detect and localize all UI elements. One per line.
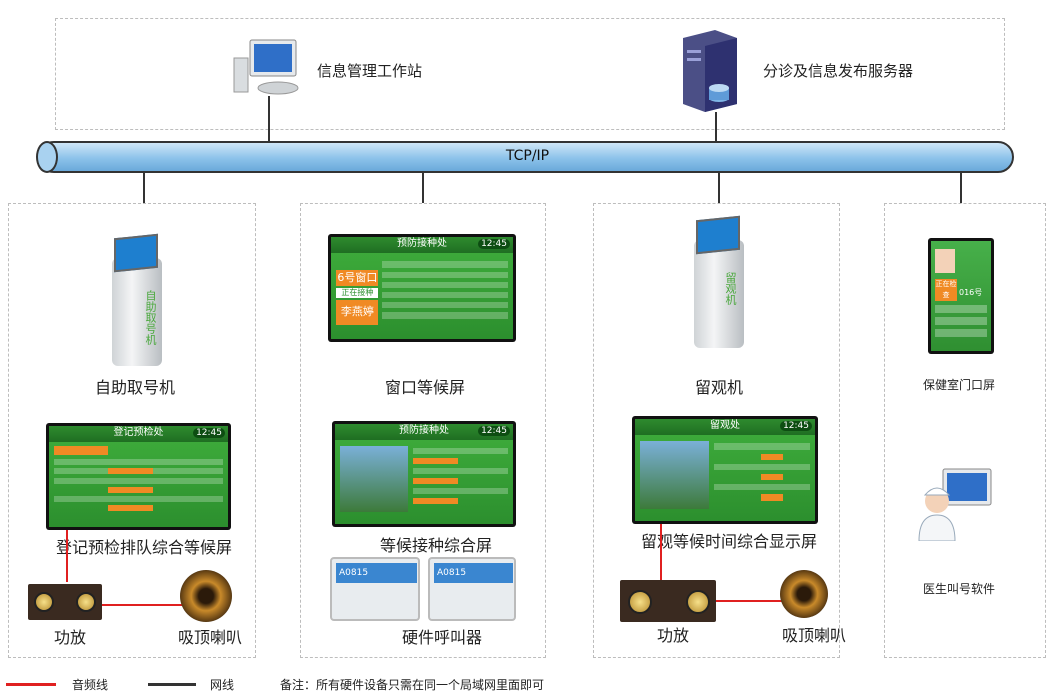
audio-line-col1-vertical	[66, 530, 68, 582]
cartoon-image	[340, 446, 408, 512]
hardware-caller-device-1: A0815	[330, 557, 420, 621]
network-drop-col3	[718, 173, 720, 203]
col4-box	[884, 203, 1046, 658]
legend-audio-label: 音频线	[72, 678, 109, 692]
self-service-kiosk: 自助取号机	[108, 228, 168, 368]
window-screen-clock: 12:45	[478, 239, 510, 249]
window-screen-label: 窗口等候屏	[385, 378, 466, 397]
ceiling-speaker-icon-col3	[780, 570, 828, 618]
vaccination-screen-clock: 12:45	[478, 426, 510, 436]
workstation-icon	[232, 38, 302, 98]
tcp-ip-network-pipe	[38, 141, 1014, 173]
observation-kiosk-label: 留观机	[695, 378, 744, 397]
observation-kiosk-text: 留观机	[724, 272, 737, 305]
audio-line-col1-horizontal	[102, 604, 182, 606]
observation-screen-clock: 12:45	[780, 421, 812, 431]
network-label: TCP/IP	[505, 148, 550, 164]
amplifier-label-col3: 功放	[657, 626, 690, 645]
kiosk-screen-text: 自助取号机	[144, 290, 157, 345]
network-drop-col1	[143, 173, 145, 203]
col1-box	[8, 203, 256, 658]
observation-waiting-screen: 留观处 12:45	[632, 416, 818, 524]
observation-kiosk: 留观机	[690, 210, 750, 350]
speaker-label: 吸顶喇叭	[178, 628, 243, 647]
kiosk-label: 自助取号机	[95, 378, 176, 397]
observation-screen-title: 留观处	[710, 420, 740, 431]
legend-note: 备注：所有硬件设备只需在同一个局域网里面即可	[280, 678, 545, 692]
window-screen-title: 预防接种处	[397, 238, 447, 249]
speaker-label-col3: 吸顶喇叭	[782, 626, 847, 645]
legend-network-label: 网线	[210, 678, 235, 692]
screen-clock: 12:45	[193, 428, 225, 438]
top-group-box	[55, 18, 1005, 130]
server-icon	[675, 28, 745, 114]
vaccination-screen-label: 等候接种综合屏	[380, 536, 493, 555]
caller-number-2: A0815	[434, 563, 513, 583]
window-name-box: 6号窗口	[336, 269, 379, 286]
network-line-workstation	[268, 96, 270, 142]
audio-line-col3-horizontal	[716, 600, 782, 602]
observation-cartoon-image	[640, 441, 709, 509]
door-number: 016号	[959, 288, 983, 297]
registration-waiting-screen: 登记预检处 12:45	[46, 423, 231, 530]
pipe-end-cap	[36, 141, 58, 173]
doctor-software-label: 医生叫号软件	[923, 582, 996, 596]
amplifier-icon-col3	[620, 580, 716, 622]
amplifier-label: 功放	[54, 628, 87, 647]
legend-network-line	[148, 683, 196, 686]
amplifier-icon	[28, 584, 102, 620]
network-drop-col2	[422, 173, 424, 203]
network-drop-col4	[960, 173, 962, 203]
hardware-caller-label: 硬件呼叫器	[402, 628, 483, 647]
screen-title: 登记预检处	[113, 427, 164, 438]
vaccination-screen-title: 预防接种处	[399, 425, 449, 436]
hardware-caller-device-2: A0815	[428, 557, 516, 621]
window-name: 6号窗口	[337, 270, 378, 284]
doctor-photo	[935, 249, 955, 273]
col3-box	[593, 203, 840, 658]
audio-line-col3-vertical	[660, 524, 662, 580]
doctor-software-icon	[915, 465, 995, 542]
registration-screen-label: 登记预检排队综合等候屏	[56, 538, 233, 557]
serving-name: 李燕婷	[336, 300, 379, 325]
caller-number: A0815	[336, 563, 417, 583]
observation-screen-label: 留观等候时间综合显示屏	[641, 532, 818, 551]
door-status: 正在检查	[935, 279, 957, 301]
server-label: 分诊及信息发布服务器	[763, 62, 914, 80]
door-screen-label: 保健室门口屏	[923, 378, 996, 392]
network-line-server	[715, 112, 717, 142]
window-waiting-screen: 预防接种处 12:45 6号窗口 正在接种 李燕婷	[328, 234, 516, 342]
ceiling-speaker-icon	[180, 570, 232, 622]
vaccination-waiting-screen: 预防接种处 12:45	[332, 421, 516, 527]
clinic-door-screen: 正在检查 016号	[928, 238, 994, 354]
col2-box	[300, 203, 546, 658]
workstation-label: 信息管理工作站	[317, 62, 423, 80]
legend-audio-line	[6, 683, 56, 686]
serving-tag: 正在接种	[336, 288, 379, 299]
